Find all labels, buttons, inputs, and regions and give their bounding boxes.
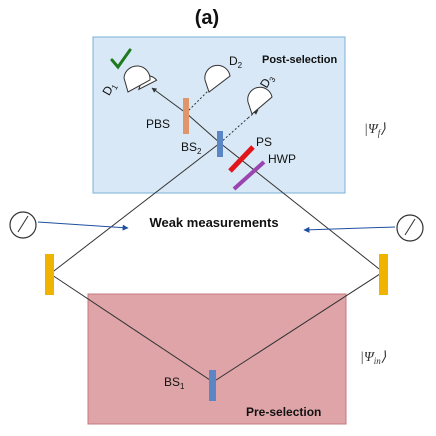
left-measurement-arrow — [37, 221, 129, 231]
left-meter-icon — [9, 211, 37, 239]
bs1-label: BS1 — [164, 375, 185, 391]
half-wave-plate — [232, 160, 266, 191]
weak-measurements-label: Weak measurements — [149, 215, 278, 230]
post-selection-title: Post-selection — [262, 54, 337, 66]
right-mirror — [379, 254, 388, 295]
pre-selection-title: Pre-selection — [246, 405, 321, 419]
detector-d1 — [123, 65, 158, 93]
bs2-label: BS2 — [181, 140, 202, 156]
detector-d3 — [247, 86, 273, 115]
d3-label: D3 — [257, 71, 278, 91]
pbs-label: PBS — [146, 117, 170, 131]
hwp-label: HWP — [268, 152, 296, 166]
beam-splitter-2 — [217, 131, 223, 157]
ps-label: PS — [256, 135, 272, 149]
detector-d2 — [204, 64, 231, 93]
right-meter-icon — [396, 214, 424, 242]
panel-label: (a) — [195, 7, 219, 29]
initial-state-label: |Ψin⟩ — [360, 350, 387, 366]
pre-selection-box — [87, 293, 347, 425]
phase-shifter — [228, 145, 255, 173]
right-measurement-arrow — [303, 226, 396, 233]
post-selection-box — [92, 36, 346, 194]
beam-paths — [49, 76, 384, 383]
d2-label: D2 — [229, 54, 243, 70]
checkmark-icon — [110, 48, 132, 70]
d1-label: D1 — [99, 79, 120, 99]
final-state-label: |Ψf⟩ — [364, 122, 386, 138]
polarizing-beam-splitter — [183, 98, 189, 134]
beam-splitter-1 — [209, 370, 216, 401]
left-mirror — [45, 254, 54, 295]
